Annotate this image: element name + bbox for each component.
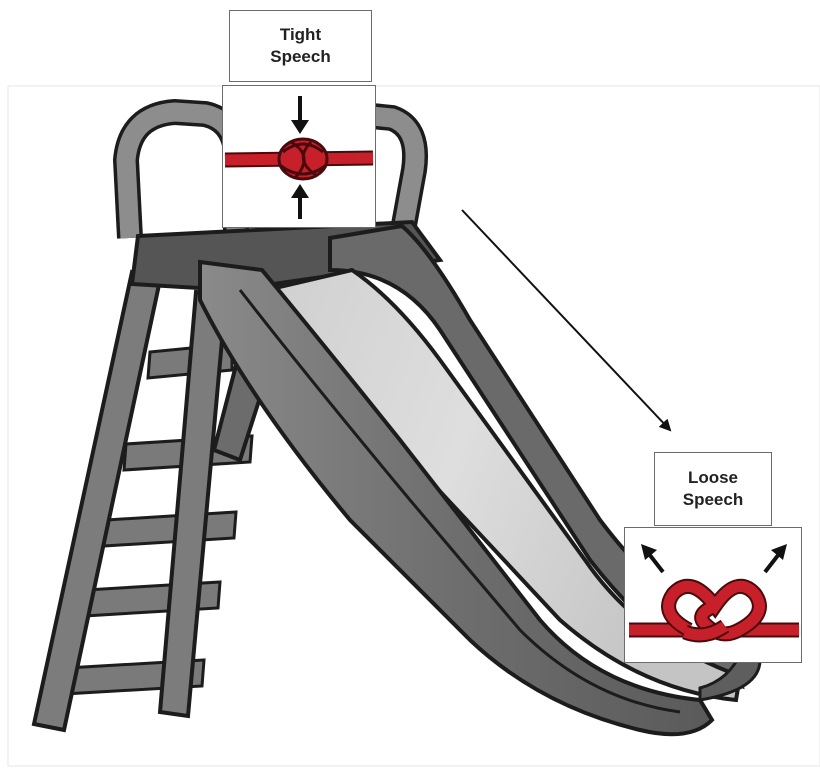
rope (225, 139, 373, 179)
outward-arrows-icon (641, 544, 787, 572)
rope (629, 586, 799, 635)
loose-knot-icon (625, 528, 803, 664)
loose-speech-icon-box (624, 527, 802, 663)
loose-speech-label: Loose Speech (654, 452, 772, 526)
tight-speech-label: Tight Speech (229, 10, 372, 82)
tight-knot-icon (223, 86, 377, 229)
tight-speech-icon-box (222, 85, 376, 228)
